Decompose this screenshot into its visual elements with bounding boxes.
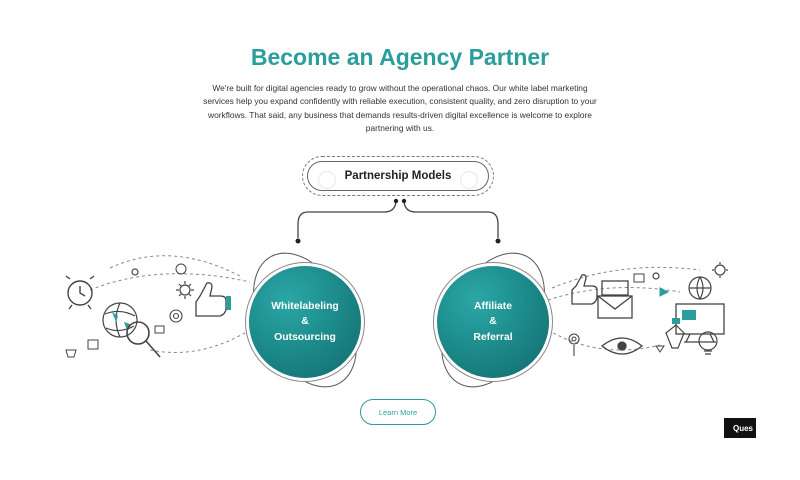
- lightbulb-icon: [698, 331, 718, 355]
- decorative-icon: [318, 171, 336, 189]
- learn-more-button[interactable]: Learn More: [360, 399, 436, 425]
- page-title: Become an Agency Partner: [250, 44, 550, 70]
- model-line: Outsourcing: [274, 331, 336, 343]
- model-line: &: [301, 316, 309, 328]
- intro-paragraph: We're built for digital agencies ready t…: [203, 83, 597, 134]
- thumbs-up-icon: [571, 274, 598, 305]
- globe-icon: [102, 302, 138, 338]
- gear-icon: [652, 262, 728, 280]
- magnifier-icon: [126, 321, 161, 358]
- partnership-models-badge: Partnership Models: [302, 156, 494, 196]
- globe-icon: [688, 276, 712, 301]
- target-icon: [169, 309, 183, 323]
- model-line: Referral: [473, 331, 513, 343]
- connector-dot-left: [295, 238, 301, 244]
- model-line: Whitelabeling: [271, 300, 339, 312]
- alarm-clock-icon: [65, 275, 95, 310]
- partnership-models-inner: Partnership Models: [307, 161, 489, 191]
- eye-icon: [600, 337, 644, 355]
- model-circle-whitelabeling[interactable]: Whitelabeling & Outsourcing: [249, 266, 361, 378]
- model-circle-label: Affiliate & Referral: [473, 299, 512, 346]
- model-circle-label: Whitelabeling & Outsourcing: [271, 299, 339, 346]
- model-line: Affiliate: [473, 300, 513, 312]
- partnership-models-label: Partnership Models: [344, 170, 452, 182]
- target-icon: [568, 333, 580, 356]
- model-line: &: [489, 316, 497, 328]
- model-circle-affiliate[interactable]: Affiliate & Referral: [437, 266, 549, 378]
- chat-bubble-icon: [633, 273, 670, 353]
- decorative-icon: [460, 171, 478, 189]
- questions-chat-badge[interactable]: Ques: [724, 418, 756, 438]
- envelope-icon: [597, 280, 633, 319]
- chat-bubble-icon: [65, 263, 187, 358]
- connector-dot-right: [495, 238, 501, 244]
- thumbs-up-icon: [195, 282, 231, 317]
- gear-icon: [131, 268, 194, 299]
- pen-nib-icon: [665, 318, 685, 349]
- connector-lines: [297, 199, 499, 238]
